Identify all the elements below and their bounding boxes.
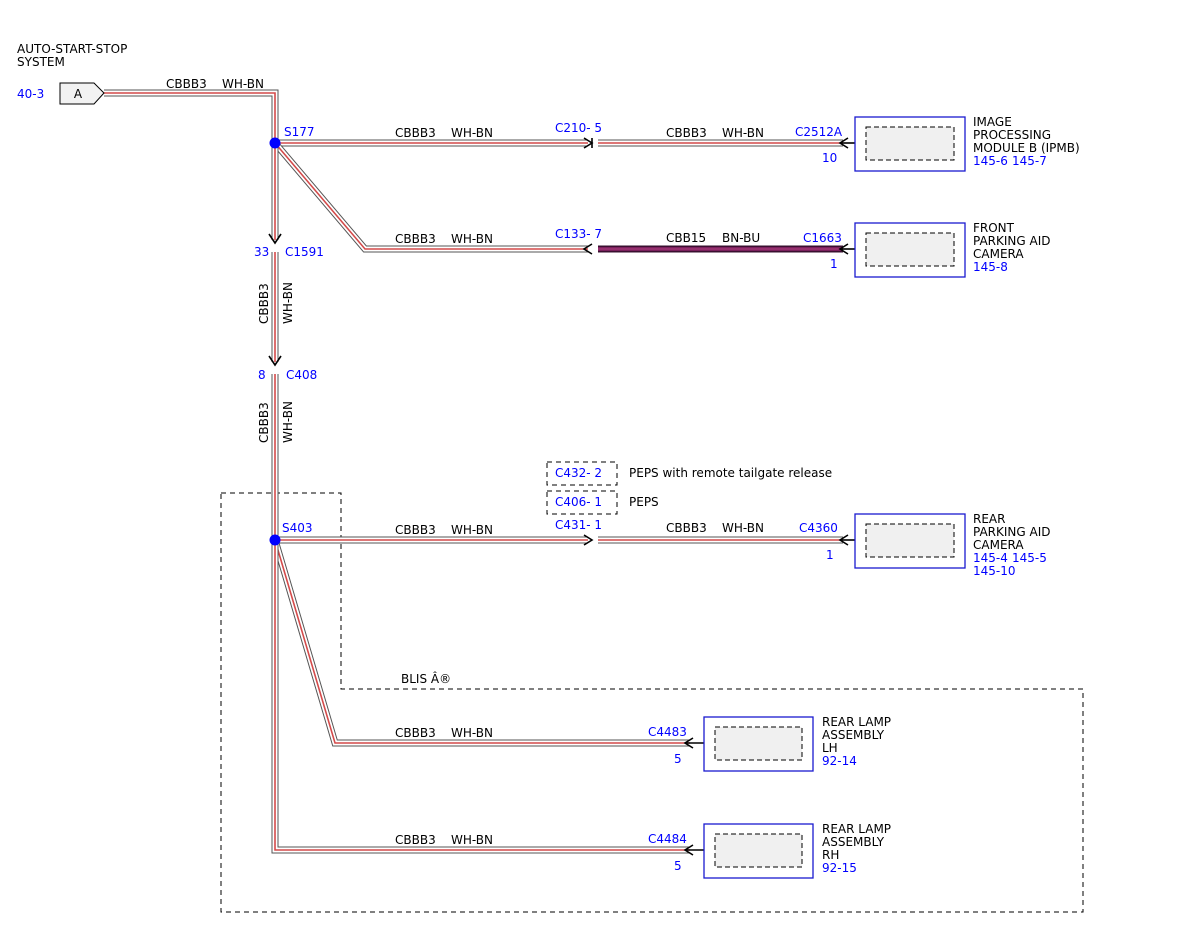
wire-label-color: WH-BN	[451, 523, 493, 537]
c408-arrow-icon	[268, 355, 282, 367]
wire-s403-to-lamp-rh	[271, 540, 690, 854]
wire-label-code: CBBB3	[257, 283, 271, 324]
module-rear-lamp-lh-name-line3: LH	[822, 741, 838, 755]
module-rear-lamp-rh[interactable]	[703, 823, 814, 879]
module-rear-lamp-rh-connector[interactable]: C4484	[648, 832, 687, 846]
connector-c432-label[interactable]: C432- 2	[555, 466, 602, 480]
module-rear-camera-ref-2[interactable]: 145-5	[1012, 551, 1047, 565]
blis-region-label: BLIS Â®	[401, 671, 451, 686]
module-ipmb-ref-1[interactable]: 145-6	[973, 154, 1008, 168]
connector-c210-label[interactable]: C210- 5	[555, 121, 602, 135]
wire-label-code: CBBB3	[395, 232, 436, 246]
wire-label-code: CBBB3	[395, 726, 436, 740]
module-rear-camera-ref-3[interactable]: 145-10	[973, 564, 1016, 578]
module-rear-camera-ref-1[interactable]: 145-4	[973, 551, 1008, 565]
wire-label-code: CBBB3	[395, 523, 436, 537]
wire-label-color: WH-BN	[281, 282, 295, 324]
splice-s177-label[interactable]: S177	[284, 125, 315, 139]
module-front-camera-pin: 1	[830, 257, 838, 271]
c406-option-box	[546, 490, 618, 515]
module-rear-lamp-lh-pin: 5	[674, 752, 682, 766]
module-rear-lamp-lh-name-line2: ASSEMBLY	[822, 728, 885, 742]
wire-label-color: WH-BN	[281, 401, 295, 443]
module-rear-camera-name-line1: REAR	[973, 512, 1005, 526]
wire-label-code: CBBB3	[395, 833, 436, 847]
module-ipmb-connector[interactable]: C2512A	[795, 125, 843, 139]
wire-label-color: WH-BN	[451, 726, 493, 740]
wire-label-color: WH-BN	[222, 77, 264, 91]
module-ipmb-pin: 10	[822, 151, 837, 165]
connector-c406-label[interactable]: C406- 1	[555, 495, 602, 509]
module-ipmb[interactable]	[854, 116, 966, 172]
wire-label-color: WH-BN	[451, 126, 493, 140]
connector-c408-label[interactable]: C408	[286, 368, 317, 382]
wire-label-code: CBBB3	[666, 521, 707, 535]
module-ipmb-ref-2[interactable]: 145-7	[1012, 154, 1047, 168]
blis-region-outline	[220, 492, 1084, 913]
module-rear-lamp-lh-connector[interactable]: C4483	[648, 725, 687, 739]
c1591-arrow-icon	[268, 233, 282, 245]
c432-option-box	[546, 461, 618, 486]
connector-c408-pin: 8	[258, 368, 266, 382]
source-title-line2: SYSTEM	[17, 55, 65, 69]
module-rear-camera-pin: 1	[826, 548, 834, 562]
module-front-camera-name-line2: PARKING AID	[973, 234, 1051, 248]
module-rear-camera-connector[interactable]: C4360	[799, 521, 838, 535]
c133-arrow-icon	[582, 243, 593, 255]
c431-arrow-icon	[583, 534, 594, 546]
wire-label-code: CBBB3	[166, 77, 207, 91]
source-title-line1: AUTO-START-STOP	[17, 42, 127, 56]
connector-c133-label[interactable]: C133- 7	[555, 227, 602, 241]
module-front-camera[interactable]	[854, 222, 966, 278]
wire-label-color: WH-BN	[722, 126, 764, 140]
option-note-c432: PEPS with remote tailgate release	[629, 466, 832, 480]
module-rear-lamp-lh-ref-1[interactable]: 92-14	[822, 754, 857, 768]
wire-label-color: BN-BU	[722, 231, 760, 245]
module-rear-camera-name-line2: PARKING AID	[973, 525, 1051, 539]
connector-c431-label[interactable]: C431- 1	[555, 518, 602, 532]
wire-label-code: CBB15	[666, 231, 706, 245]
wire-label-color: WH-BN	[451, 232, 493, 246]
module-front-camera-name-line1: FRONT	[973, 221, 1015, 235]
wire-s403-to-lamp-lh	[271, 539, 690, 747]
source-reference[interactable]: 40-3	[17, 87, 44, 101]
connector-c1591-pin: 33	[254, 245, 269, 259]
module-rear-lamp-rh-pin: 5	[674, 859, 682, 873]
wire-label-color: WH-BN	[451, 833, 493, 847]
wire-label-code: CBBB3	[666, 126, 707, 140]
module-ipmb-name-line2: PROCESSING	[973, 128, 1051, 142]
module-rear-lamp-rh-name-line3: RH	[822, 848, 839, 862]
module-ipmb-name-line3: MODULE B (IPMB)	[973, 141, 1080, 155]
option-note-c406: PEPS	[629, 495, 659, 509]
module-front-camera-ref-1[interactable]: 145-8	[973, 260, 1008, 274]
connector-c1591-label[interactable]: C1591	[285, 245, 324, 259]
wire-label-code: CBBB3	[257, 402, 271, 443]
source-connector[interactable]: A	[59, 82, 105, 105]
module-rear-camera-name-line3: CAMERA	[973, 538, 1024, 552]
module-rear-lamp-lh-name-line1: REAR LAMP	[822, 715, 891, 729]
module-front-camera-connector[interactable]: C1663	[803, 231, 842, 245]
splice-s177-dot	[269, 137, 281, 149]
wire-s177-to-c133	[272, 140, 588, 253]
module-rear-lamp-rh-ref-1[interactable]: 92-15	[822, 861, 857, 875]
module-rear-lamp-rh-name-line2: ASSEMBLY	[822, 835, 885, 849]
module-rear-lamp-rh-name-line1: REAR LAMP	[822, 822, 891, 836]
splice-s403-label[interactable]: S403	[282, 521, 313, 535]
source-connector-label: A	[74, 87, 83, 101]
module-ipmb-name-line1: IMAGE	[973, 115, 1012, 129]
wire-source-to-s177	[104, 89, 279, 143]
wire-label-color: WH-BN	[722, 521, 764, 535]
module-rear-camera[interactable]	[854, 513, 966, 569]
module-rear-lamp-lh[interactable]	[703, 716, 814, 772]
wire-label-code: CBBB3	[395, 126, 436, 140]
splice-s403-dot	[269, 534, 281, 546]
module-front-camera-name-line3: CAMERA	[973, 247, 1024, 261]
